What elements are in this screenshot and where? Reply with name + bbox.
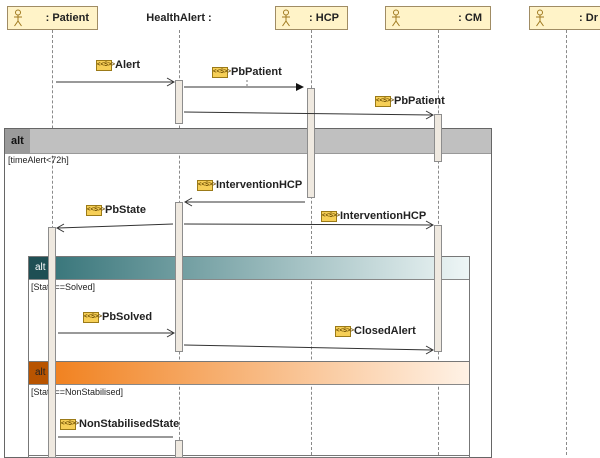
signal-icon: <<S>> xyxy=(197,179,216,191)
activation-bar xyxy=(434,225,442,352)
message-pbpatient-cm-arrow xyxy=(183,111,433,116)
lifeline-hcp-line xyxy=(311,30,312,455)
alt-fragment-header xyxy=(29,257,469,280)
message-alert-label[interactable]: <<S>> Alert xyxy=(96,59,140,71)
alt-operator-label: alt xyxy=(29,257,52,279)
message-interventionhcp-label[interactable]: <<S>> InterventionHCP xyxy=(197,179,302,191)
signal-icon: <<S>> xyxy=(83,311,102,323)
message-pbpatient-label[interactable]: <<S>> PbPatient xyxy=(212,66,282,78)
signal-icon: <<S>> xyxy=(60,418,79,430)
alt-fragment-header xyxy=(29,362,469,385)
lifeline-hcp-head[interactable]: : HCP xyxy=(275,6,348,30)
guard-condition: [timeAlert<72h] xyxy=(8,155,69,165)
message-closedalert-arrow xyxy=(183,344,433,351)
signal-icon: <<S>> xyxy=(96,59,115,71)
actor-icon xyxy=(281,9,291,30)
activation-bar xyxy=(434,114,442,162)
message-pbstate-arrow xyxy=(57,223,174,229)
message-pbstate-label[interactable]: <<S>> PbState xyxy=(86,204,146,216)
actor-icon xyxy=(535,9,545,30)
message-pbsolved-label[interactable]: <<S>> PbSolved xyxy=(83,311,152,323)
message-closedalert-label[interactable]: <<S>> ClosedAlert xyxy=(335,325,416,337)
message-name: PbState xyxy=(105,204,146,216)
message-name: PbPatient xyxy=(231,66,282,78)
alt-operator-label: alt xyxy=(5,129,30,153)
lifeline-patient-head[interactable]: : Patient xyxy=(7,6,98,30)
message-name: NonStabilisedState xyxy=(79,418,180,430)
lifeline-dr-head[interactable]: : Dr xyxy=(529,6,600,30)
lifeline-label: HealthAlert : xyxy=(146,12,212,24)
signal-icon: <<S>> xyxy=(212,66,231,78)
lifeline-label: : HCP xyxy=(309,12,339,24)
signal-icon: <<S>> xyxy=(321,210,340,222)
message-pbpatient-cm-label[interactable]: <<S>> PbPatient xyxy=(375,95,445,107)
message-name: ClosedAlert xyxy=(354,325,416,337)
actor-icon xyxy=(13,9,23,30)
lifeline-cm-head[interactable]: : CM xyxy=(385,6,491,30)
message-name: PbPatient xyxy=(394,95,445,107)
lifeline-label: : CM xyxy=(458,12,482,24)
lifeline-label: : Dr xyxy=(579,12,598,24)
message-name: InterventionHCP xyxy=(340,210,427,222)
lifeline-dr-line xyxy=(566,30,567,455)
message-name: InterventionHCP xyxy=(216,179,303,191)
message-interventionhcp-cm-label[interactable]: <<S>> InterventionHCP xyxy=(321,210,426,222)
message-nonstabilised-label[interactable]: <<S>> NonStabilisedState xyxy=(60,418,179,430)
signal-icon: <<S>> xyxy=(375,95,394,107)
alt-fragment-nonstabilised[interactable]: alt [State==NonStabilised] xyxy=(28,361,470,458)
activation-bar xyxy=(175,202,183,352)
guard-condition: [State==NonStabilised] xyxy=(31,387,124,397)
activation-bar xyxy=(307,88,315,198)
message-interventionhcp-cm-arrow xyxy=(183,223,433,226)
lifeline-label: : Patient xyxy=(45,12,89,24)
message-name: Alert xyxy=(115,59,141,71)
lifeline-healthalert-head[interactable]: HealthAlert : xyxy=(139,6,219,30)
signal-icon: <<S>> xyxy=(86,204,105,216)
alt-operator-label: alt xyxy=(29,362,52,384)
activation-bar xyxy=(175,80,183,124)
message-name: PbSolved xyxy=(102,311,153,323)
signal-icon: <<S>> xyxy=(335,325,354,337)
alt-fragment-header xyxy=(5,129,491,154)
actor-icon xyxy=(391,9,401,30)
guard-condition: [State==Solved] xyxy=(31,282,96,292)
arrowhead xyxy=(296,83,304,91)
